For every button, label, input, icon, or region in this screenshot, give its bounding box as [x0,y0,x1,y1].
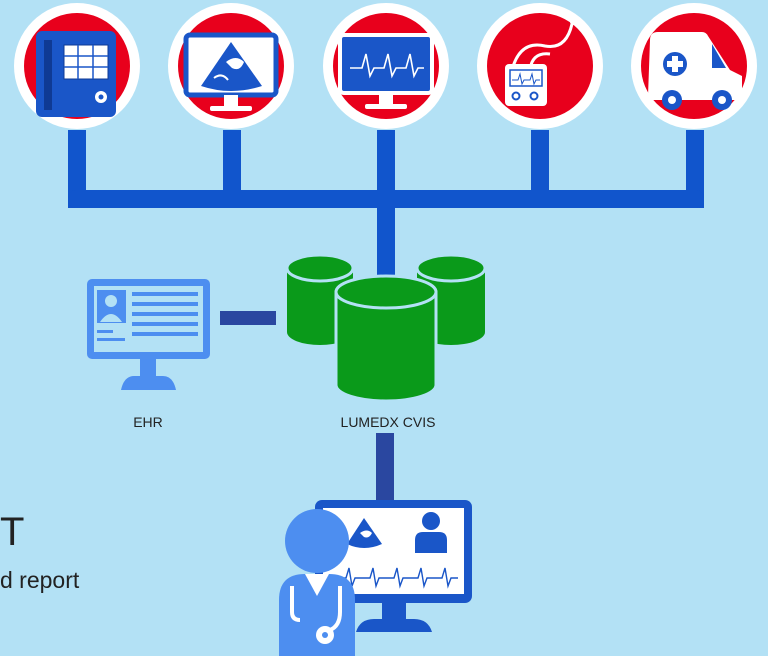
ehr-connector [220,311,276,325]
partial-heading: T [0,510,25,554]
holter-device-icon [477,3,603,129]
cvis-label: LUMEDX CVIS [340,414,436,430]
ehr-label: EHR [133,414,163,430]
database-icon [285,253,487,403]
ambulance-icon [631,3,757,129]
workstation-monitor-icon [315,500,472,632]
phone-terminal-icon [14,3,140,129]
physician-icon [279,509,355,656]
ehr-monitor-icon [87,279,210,390]
echo-monitor-icon [168,3,294,129]
ecg-monitor-icon [323,3,449,129]
partial-subtext: d report [0,567,80,593]
workstation-connector [376,433,394,505]
